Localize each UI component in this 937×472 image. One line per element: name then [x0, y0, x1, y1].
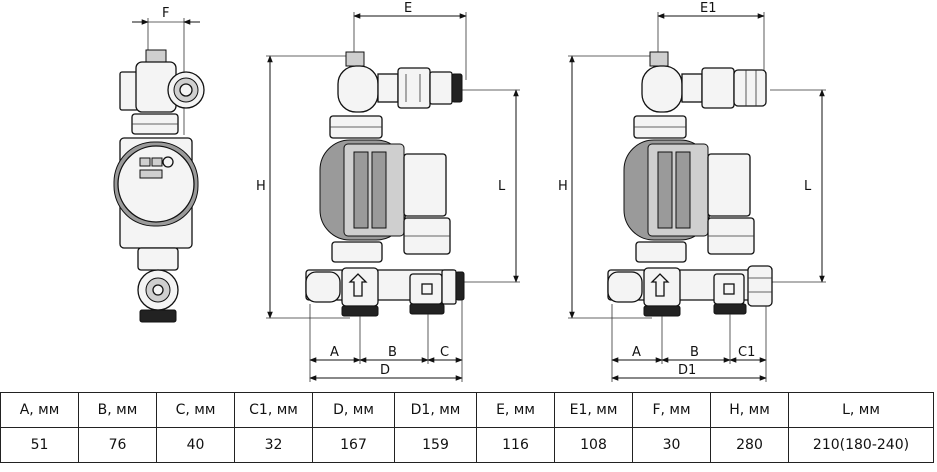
table-cell: 108 [554, 427, 633, 463]
dim-F-label: F [162, 6, 169, 21]
table-header-cell: D, мм [312, 392, 395, 428]
front-view: E H L [256, 1, 520, 382]
table-header-row: A, мм B, мм C, мм C1, мм D, мм D1, мм E,… [0, 392, 934, 428]
dim-E-label: E [404, 1, 412, 16]
table-cell: 40 [156, 427, 235, 463]
table-cell: 30 [632, 427, 711, 463]
dim-H-label: H [256, 179, 266, 194]
table-cell: 32 [234, 427, 313, 463]
dim-D-label: D [380, 363, 390, 378]
table-header-cell: A, мм [0, 392, 79, 428]
table-header-cell: E, мм [476, 392, 555, 428]
dim-C1-right-label: C1 [738, 345, 755, 360]
dim-B-label: B [388, 345, 397, 360]
dim-L-label: L [498, 179, 506, 194]
dim-E1-label: E1 [700, 1, 717, 16]
table-header-cell: D1, мм [394, 392, 477, 428]
table-header-cell: H, мм [710, 392, 789, 428]
table-header-cell: C, мм [156, 392, 235, 428]
table-cell: 116 [476, 427, 555, 463]
dim-B-right-label: B [690, 345, 699, 360]
table-header-cell: E1, мм [554, 392, 633, 428]
technical-drawing: F E H [113, 1, 826, 382]
table-header-cell: B, мм [78, 392, 157, 428]
dim-L-right-label: L [804, 179, 812, 194]
dim-A-label: A [330, 345, 339, 360]
alt-front-view: E1 H L [558, 1, 826, 382]
dim-A-right-label: A [632, 345, 641, 360]
table-header-cell: L, мм [788, 392, 934, 428]
dim-D1-right-label: D1 [678, 363, 696, 378]
dim-H-right-label: H [558, 179, 568, 194]
table-cell: 210(180-240) [788, 427, 934, 463]
table-header-cell: C1, мм [234, 392, 313, 428]
table-cell: 51 [0, 427, 79, 463]
table-row: 51 76 40 32 167 159 116 108 30 280 210(1… [0, 427, 934, 463]
side-view: F [113, 6, 205, 323]
table-cell: 280 [710, 427, 789, 463]
table-cell: 76 [78, 427, 157, 463]
table-cell: 159 [394, 427, 477, 463]
table-header-cell: F, мм [632, 392, 711, 428]
table-cell: 167 [312, 427, 395, 463]
dim-C-label: C [440, 345, 449, 360]
dimensions-table: A, мм B, мм C, мм C1, мм D, мм D1, мм E,… [0, 392, 934, 463]
